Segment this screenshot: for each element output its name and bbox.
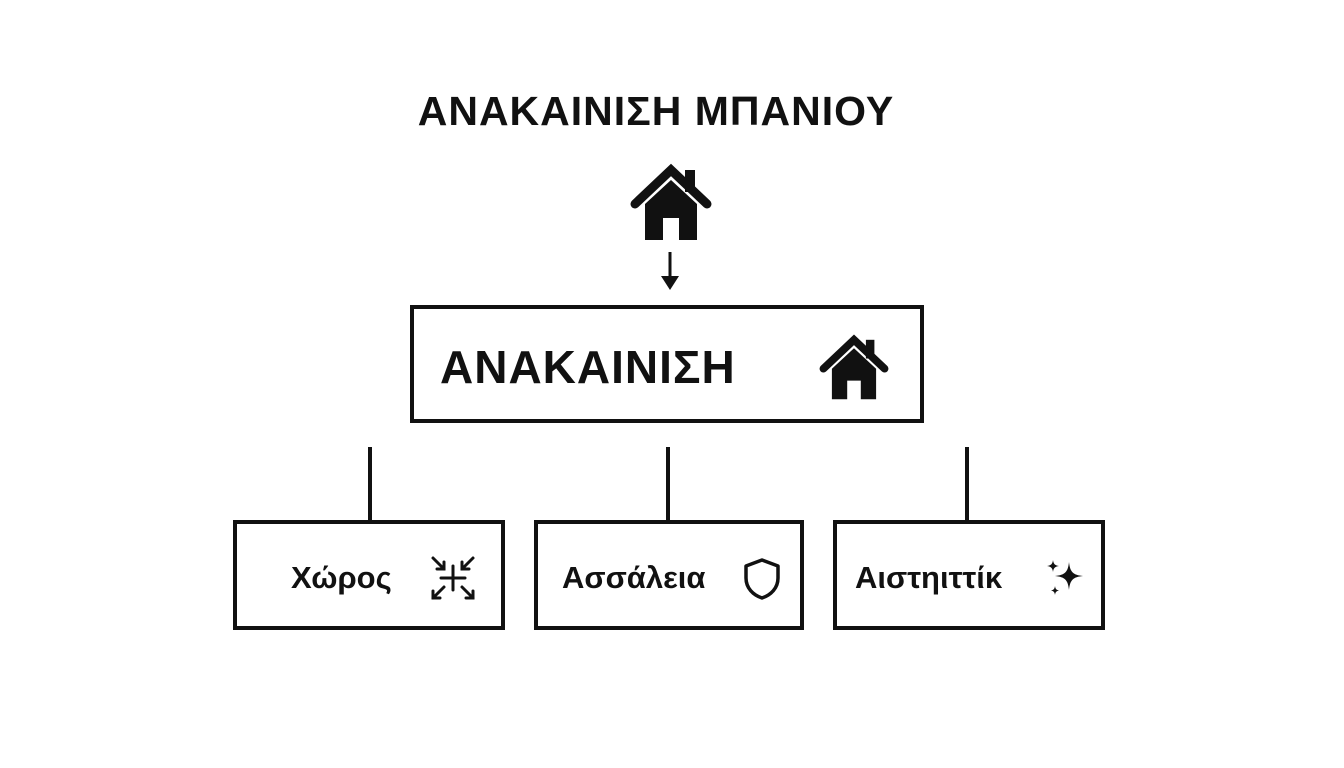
sparkles-icon (1041, 554, 1089, 602)
child-node-label: Ασσάλεια (562, 560, 706, 595)
child-node-safety: Ασσάλεια (534, 520, 804, 630)
child-node-label: Χώρος (291, 560, 392, 595)
expand-arrows-icon (429, 554, 477, 602)
root-node-label: ΑΝΑΚΑΙΝΙΣΗ (440, 341, 736, 393)
house-icon (629, 162, 713, 242)
diagram-title: ΑΝΑΚΑΙΝΙΣΗ ΜΠΑΝΙΟΥ (417, 88, 895, 134)
child-node-label: Αιστηιττίκ (855, 560, 1003, 595)
child-node-aesthetics: Αιστηιττίκ (833, 520, 1105, 630)
house-icon (818, 333, 890, 401)
connector-line (965, 447, 969, 523)
down-arrow-icon (658, 250, 682, 292)
connector-line (368, 447, 372, 523)
root-node: ΑΝΑΚΑΙΝΙΣΗ (410, 305, 924, 423)
child-node-space: Χώρος (233, 520, 505, 630)
shield-icon (738, 554, 786, 602)
connector-line (666, 447, 670, 523)
